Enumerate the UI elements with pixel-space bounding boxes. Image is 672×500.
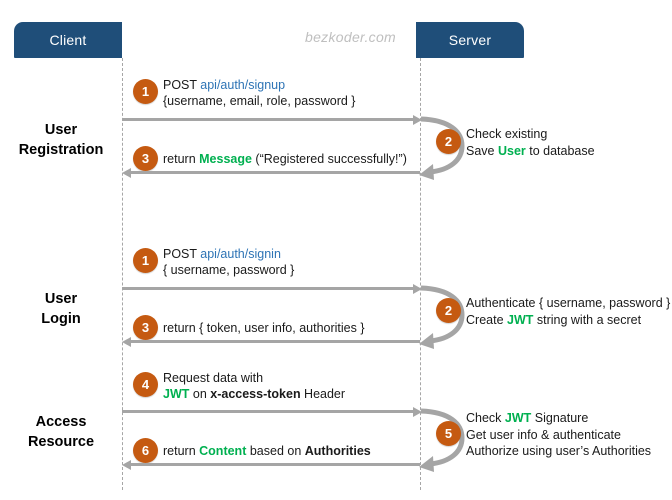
step-badge-3b: 3 bbox=[133, 315, 158, 340]
lifeline-server bbox=[420, 58, 421, 490]
message-resource-line2: JWT on x-access-token Header bbox=[163, 387, 346, 401]
section-label-line2: Registration bbox=[18, 142, 104, 158]
step-badge-1b: 1 bbox=[133, 248, 158, 273]
note-line2-suffix: to database bbox=[525, 143, 595, 158]
section-label-user-login: User Login bbox=[6, 289, 116, 329]
arrow-resource-request bbox=[122, 406, 422, 417]
note-server-registration: Check existing Save User to database bbox=[466, 126, 595, 159]
arrow-signin-response bbox=[122, 336, 420, 347]
message-resource-response-highlight: Content bbox=[199, 444, 247, 458]
message-signup-path: api/auth/signup bbox=[200, 78, 286, 92]
section-label-access-resource: Access Resource bbox=[6, 412, 116, 452]
arrowhead-right-icon bbox=[413, 406, 422, 417]
message-signin-response: return { token, user info, authorities } bbox=[163, 320, 365, 336]
message-signup-method: POST bbox=[163, 78, 201, 92]
note-line2-highlight: User bbox=[497, 143, 526, 158]
step-badge-1a: 1 bbox=[133, 79, 158, 104]
section-label-user-registration: User Registration bbox=[6, 120, 116, 160]
actor-server-label: Server bbox=[448, 32, 492, 48]
step-badge-2a: 2 bbox=[436, 129, 461, 154]
arrow-signin-request bbox=[122, 283, 422, 294]
arrowhead-left-icon bbox=[122, 167, 131, 178]
note-line3: Authorize using user’s Authorities bbox=[466, 444, 652, 458]
arrowhead-left-icon bbox=[122, 459, 131, 470]
step-badge-6: 6 bbox=[133, 438, 158, 463]
arrow-signup-response bbox=[122, 167, 420, 178]
message-signin-path: api/auth/signin bbox=[200, 247, 281, 261]
note-line2: Get user info & authenticate bbox=[466, 427, 621, 442]
message-signup-response: return Message (“Registered successfully… bbox=[163, 151, 407, 167]
section-label-line2: Login bbox=[41, 311, 81, 327]
selfloop-server-1 bbox=[419, 116, 465, 180]
step-badge-2b: 2 bbox=[436, 298, 461, 323]
message-resource-response-prefix: return bbox=[163, 444, 200, 458]
step-badge-4: 4 bbox=[133, 372, 158, 397]
note-line1: Check JWT Signature bbox=[466, 411, 589, 425]
section-label-line1: User bbox=[44, 122, 78, 138]
message-resource-request: Request data with JWT on x-access-token … bbox=[163, 370, 345, 402]
message-signup-response-suffix: (“Registered successfully!”) bbox=[251, 152, 407, 166]
arrow-signup-request bbox=[122, 114, 422, 125]
note-line2-prefix: Create bbox=[466, 312, 507, 327]
note-server-login: Authenticate { username, password } Crea… bbox=[466, 295, 670, 328]
lifeline-client bbox=[122, 58, 123, 490]
note-line2-suffix: string with a secret bbox=[533, 312, 642, 327]
message-signup-response-highlight: Message bbox=[199, 152, 252, 166]
message-signin-body: { username, password } bbox=[163, 263, 295, 277]
watermark: bezkoder.com bbox=[305, 29, 397, 45]
actor-server: Server bbox=[416, 22, 524, 58]
section-label-line1: User bbox=[44, 291, 78, 307]
selfloop-server-3 bbox=[419, 408, 465, 472]
selfloop-server-2 bbox=[419, 285, 465, 349]
section-label-line2: Resource bbox=[27, 434, 95, 450]
note-line1: Check existing bbox=[466, 127, 548, 141]
message-resource-line1: Request data with bbox=[163, 371, 264, 385]
actor-client: Client bbox=[14, 22, 122, 58]
note-line1: Authenticate { username, password } bbox=[466, 296, 671, 310]
arrowhead-right-icon bbox=[413, 283, 422, 294]
arrowhead-left-icon bbox=[122, 336, 131, 347]
note-server-resource: Check JWT Signature Get user info & auth… bbox=[466, 410, 651, 460]
note-line2-prefix: Save bbox=[466, 143, 498, 158]
message-resource-response: return Content based on Authorities bbox=[163, 443, 371, 459]
arrowhead-right-icon bbox=[413, 114, 422, 125]
step-badge-3a: 3 bbox=[133, 146, 158, 171]
message-signin-method: POST bbox=[163, 247, 201, 261]
message-signin-request: POST api/auth/signin { username, passwor… bbox=[163, 246, 294, 278]
step-badge-5: 5 bbox=[436, 421, 461, 446]
message-signup-body: {username, email, role, password } bbox=[163, 94, 356, 108]
message-signup-response-prefix: return bbox=[163, 152, 200, 166]
note-line2-highlight: JWT bbox=[507, 312, 534, 327]
arrow-resource-response bbox=[122, 459, 420, 470]
section-label-line1: Access bbox=[35, 414, 87, 430]
message-resource-response-suffix: based on Authorities bbox=[246, 444, 371, 458]
message-signin-response-prefix: return { token, user info, authorities } bbox=[163, 321, 365, 335]
message-signup-request: POST api/auth/signup {username, email, r… bbox=[163, 77, 355, 109]
actor-client-label: Client bbox=[49, 32, 87, 48]
